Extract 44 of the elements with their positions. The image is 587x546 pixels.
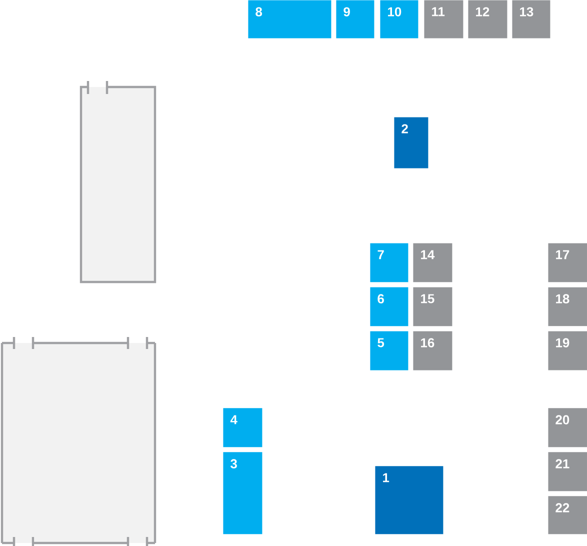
room-box <box>548 408 587 448</box>
room-box <box>248 0 332 38</box>
room-box <box>413 287 452 326</box>
room-number: 15 <box>421 294 434 304</box>
room-box <box>548 452 587 492</box>
room-number: 1 <box>383 473 390 482</box>
room-number: 14 <box>421 250 435 260</box>
room-box <box>370 331 408 370</box>
room-box <box>394 117 428 168</box>
room-box <box>413 331 452 370</box>
room-number: 10 <box>388 7 402 16</box>
room-box <box>336 0 374 38</box>
room-number: 11 <box>432 7 445 16</box>
room-number: 2 <box>402 124 408 134</box>
room-box <box>548 243 587 282</box>
room-box <box>512 0 550 38</box>
room-box <box>424 0 464 38</box>
room-box <box>548 496 587 534</box>
room-box <box>380 0 418 38</box>
room-number: 21 <box>556 459 570 468</box>
room-number: 3 <box>230 459 237 468</box>
room-box <box>548 287 587 326</box>
room-number: 19 <box>556 338 570 348</box>
room-box <box>223 452 262 534</box>
room-box <box>375 466 444 534</box>
room-number: 13 <box>520 7 534 16</box>
room-number: 20 <box>556 415 570 424</box>
room-box <box>468 0 508 38</box>
room-number: 22 <box>556 503 570 512</box>
room-box <box>413 243 452 282</box>
room-box <box>548 331 587 370</box>
room-number: 7 <box>378 250 384 260</box>
room-number: 5 <box>378 338 384 348</box>
room-number: 17 <box>556 250 570 260</box>
room-box <box>370 243 408 282</box>
room-number: 9 <box>344 7 350 16</box>
room-number: 4 <box>230 415 238 424</box>
room-number: 12 <box>476 7 490 16</box>
room-box <box>223 408 262 448</box>
room-box <box>370 287 408 326</box>
room-number: 8 <box>256 7 262 16</box>
room-number: 18 <box>556 294 570 304</box>
room-number: 6 <box>378 294 384 304</box>
room-number: 16 <box>421 338 434 348</box>
